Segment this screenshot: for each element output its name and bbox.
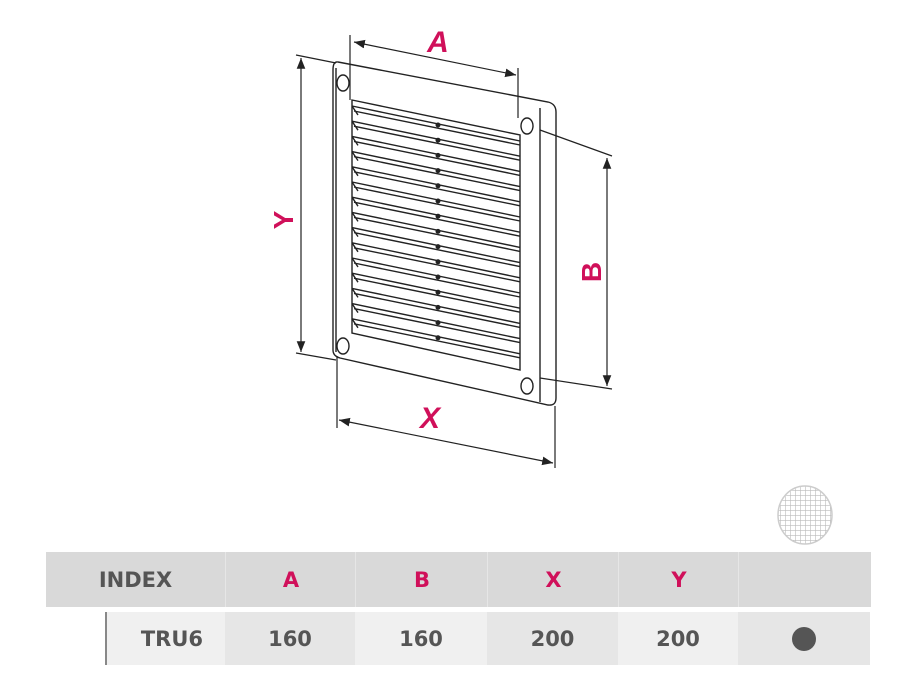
louver-slat (351, 318, 521, 359)
dimension-label-y: Y (268, 210, 299, 229)
cell-y: 200 (618, 612, 738, 665)
louver-slat (351, 105, 521, 146)
louver-slat (351, 196, 521, 237)
slat-notch (435, 335, 441, 341)
insect-mesh-icon (777, 485, 833, 545)
slat-notch (435, 320, 441, 326)
slat-notch (435, 259, 441, 265)
cell-index: TRU6 (105, 612, 225, 665)
slat-notch (435, 152, 441, 158)
louver-slat (351, 120, 521, 161)
slat-notch (435, 228, 441, 234)
header-index: INDEX (46, 552, 225, 607)
cell-x: 200 (487, 612, 618, 665)
louver-slat (351, 211, 521, 253)
dimension-label-b: B (576, 262, 607, 282)
louver-slat (351, 181, 521, 222)
slat-notch (435, 183, 441, 189)
header-b: B (355, 552, 488, 607)
louver-slat (351, 272, 521, 313)
cell-b: 160 (355, 612, 487, 665)
louver-slat (351, 150, 521, 192)
louver-slat (351, 287, 521, 329)
louver-slat (351, 257, 521, 298)
slat-notch (435, 137, 441, 143)
dimension-lines (295, 35, 613, 468)
louver-slat (351, 302, 521, 344)
slat-notch (435, 289, 441, 295)
louver-slat (351, 135, 521, 177)
slat-notch (435, 274, 441, 280)
slat-notch (435, 304, 441, 310)
header-mesh (738, 552, 871, 607)
louver-slat (351, 242, 521, 283)
grille-frame (332, 61, 557, 406)
filled-dot-icon (792, 626, 816, 651)
dimension-label-x: X (418, 402, 442, 435)
header-x: X (487, 552, 619, 607)
slat-notch (435, 122, 441, 128)
header-a: A (225, 552, 356, 607)
slat-notch (435, 213, 441, 219)
louver-slat (351, 166, 521, 207)
slat-notch (435, 244, 441, 250)
louver-slat (351, 226, 521, 268)
slat-notch (435, 198, 441, 204)
cell-a: 160 (225, 612, 355, 665)
slat-notch (435, 168, 441, 174)
dimension-label-a: A (426, 26, 449, 59)
cell-mesh (738, 612, 870, 665)
header-y: Y (618, 552, 739, 607)
